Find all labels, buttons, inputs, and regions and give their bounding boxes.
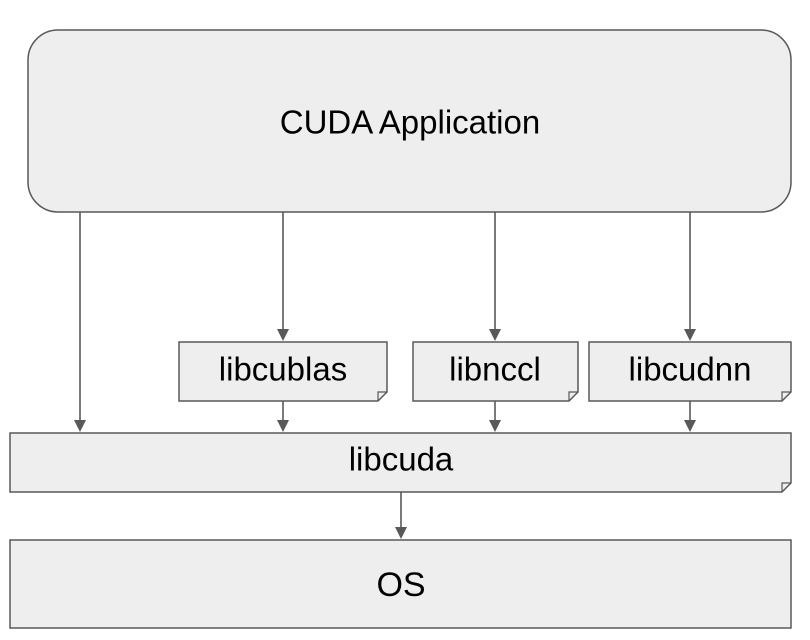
node-libcuda-fold: [781, 482, 791, 492]
node-libnccl-box: [412, 341, 579, 402]
node-libnccl-fold: [568, 391, 578, 401]
node-libcudnn-fold: [781, 391, 791, 401]
node-os-box: [9, 539, 792, 629]
node-libcudnn-box: [588, 341, 792, 402]
node-cuda-application-label: CUDA Application: [280, 104, 540, 141]
node-libcudnn: libcudnn: [588, 341, 792, 402]
node-libnccl-label: libnccl: [449, 351, 541, 388]
node-cuda-application: CUDA Application: [27, 29, 792, 213]
node-os-label: OS: [376, 566, 425, 604]
node-libnccl: libnccl: [412, 341, 579, 402]
node-libcuda: libcuda: [9, 432, 792, 493]
node-libcublas-box: [178, 341, 388, 402]
node-libcublas-label: libcublas: [219, 351, 347, 388]
node-libcuda-label: libcuda: [349, 441, 454, 478]
node-libcuda-box: [9, 432, 792, 493]
edges: [74, 212, 696, 539]
node-cuda-application-box: [27, 29, 792, 213]
node-libcudnn-label: libcudnn: [629, 351, 752, 388]
node-os: OS: [9, 539, 792, 629]
node-libcublas-fold: [377, 391, 387, 401]
node-libcublas: libcublas: [178, 341, 388, 402]
